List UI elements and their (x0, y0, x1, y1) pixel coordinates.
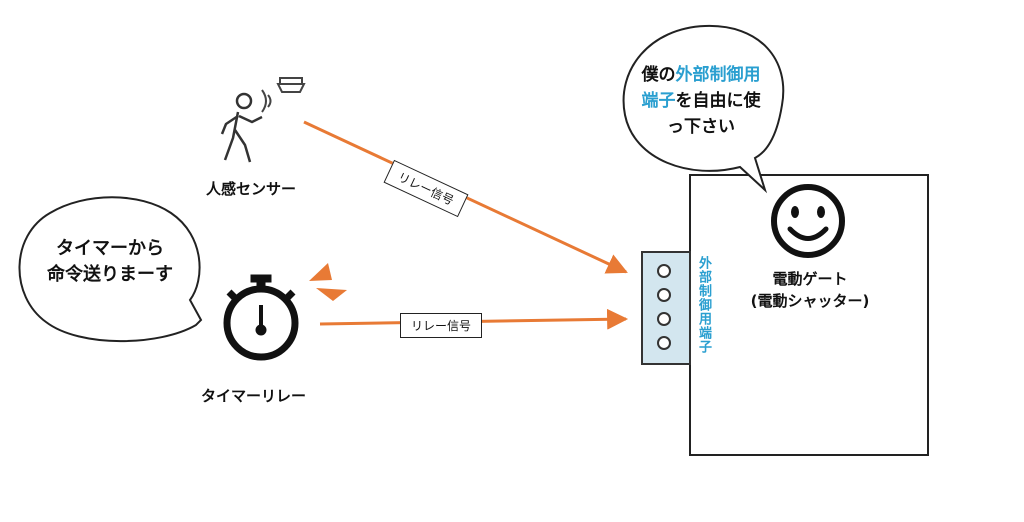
terminal-hole (657, 264, 671, 278)
motion-sensor-icon (261, 77, 306, 113)
gate-bubble-line2: 端子を自由に使 (641, 91, 761, 111)
gate-label: 電動ゲート (電動シャッター) (750, 268, 870, 312)
sensor-label: 人感センサー (206, 180, 297, 198)
timer-bubble-text: タイマーから 命令送りまーす (25, 236, 195, 288)
timer-speech-bubble (18, 196, 203, 343)
gate-label-line2: (電動シャッター) (750, 292, 870, 310)
gate-bubble-line1: 僕の外部制御用 (641, 65, 761, 85)
relay-signal-label-bottom: リレー信号 (400, 313, 483, 338)
timer-bubble-line2: 命令送りまーす (47, 264, 173, 285)
timer-label: タイマーリレー (201, 387, 307, 405)
smiley-face-icon (771, 184, 845, 258)
stopwatch-icon (223, 274, 299, 361)
gate-speech-bubble (622, 24, 785, 194)
gate-label-line1: 電動ゲート (772, 270, 848, 288)
person-icon (220, 92, 263, 163)
terminal-hole (657, 288, 671, 302)
terminal-hole (657, 336, 671, 350)
gate-bubble-line3: っ下さい (667, 117, 735, 137)
terminal-label: 外部制御用端子 (696, 256, 711, 354)
terminal-hole (657, 312, 671, 326)
timer-bubble-line1: タイマーから (56, 238, 164, 259)
alarm-triangle (309, 263, 332, 281)
alarm-triangle (316, 288, 347, 301)
gate-bubble-text: 僕の外部制御用 端子を自由に使 っ下さい (626, 62, 776, 140)
